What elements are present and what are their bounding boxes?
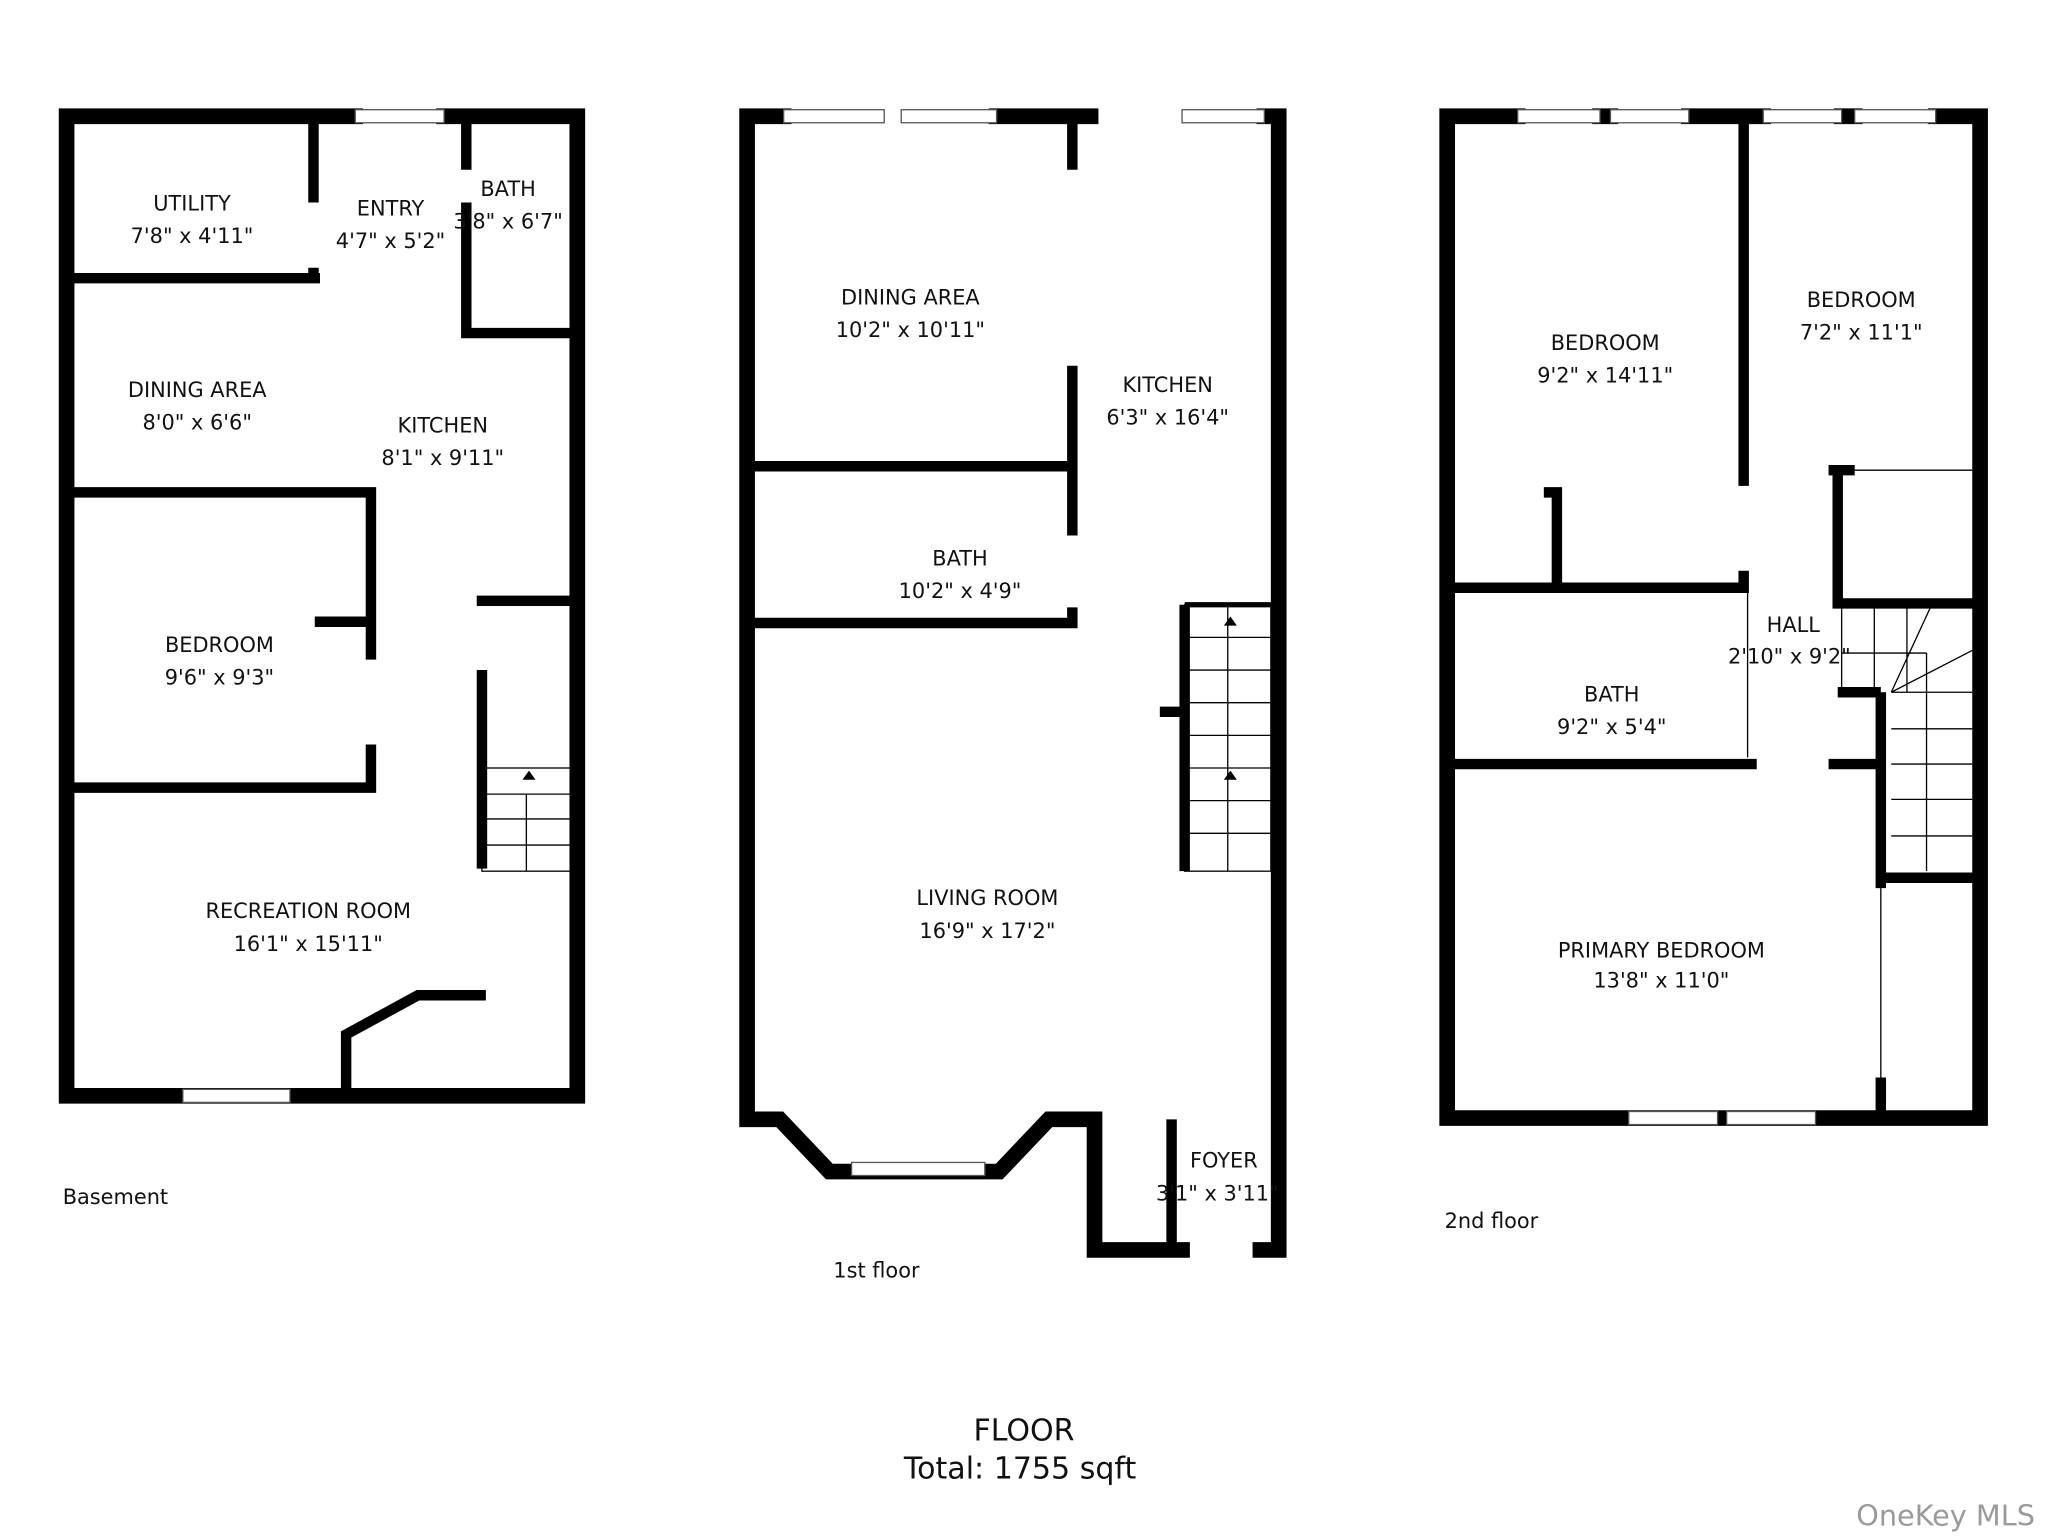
stairs — [1840, 607, 1973, 872]
basement-plan: UTILITY 7'8" x 4'11" ENTRY 4'7" x 5'2" B… — [58, 108, 586, 1209]
summary-total: Total: 1755 sqft — [903, 1452, 1137, 1487]
floor-label-basement: Basement — [63, 1185, 168, 1209]
summary-title: FLOOR — [973, 1414, 1074, 1449]
room-name: KITCHEN — [398, 413, 488, 437]
room-name: BEDROOM — [165, 633, 274, 657]
first-floor-plan: DINING AREA 10'2" x 10'11" KITCHEN 6'3" … — [739, 108, 1287, 1282]
room-name: RECREATION ROOM — [205, 899, 411, 923]
room-name: FOYER — [1190, 1149, 1258, 1173]
floor-label-first: 1st floor — [833, 1258, 920, 1282]
room-name: KITCHEN — [1122, 373, 1212, 397]
room-size: 9'2" x 14'11" — [1537, 364, 1673, 388]
room-name: BEDROOM — [1807, 288, 1916, 312]
room-size: 13'8" x 11'0" — [1593, 968, 1729, 992]
room-size: 10'2" x 10'11" — [836, 318, 985, 342]
room-name: ENTRY — [357, 197, 425, 221]
room-name: UTILITY — [153, 191, 231, 215]
room-size: 7'2" x 11'1" — [1800, 321, 1923, 345]
room-size: 16'1" x 15'11" — [234, 932, 383, 956]
room-size: 10'2" x 4'9" — [899, 579, 1022, 603]
room-name: DINING AREA — [128, 378, 267, 402]
room-size: 8'0" x 6'6" — [143, 411, 252, 435]
room-size: 3'1" x 3'11" — [1156, 1181, 1279, 1205]
room-size: 6'3" x 16'4" — [1106, 405, 1229, 429]
room-name: BEDROOM — [1551, 331, 1660, 355]
room-name: BATH — [932, 547, 987, 571]
room-name: BATH — [480, 177, 535, 201]
room-size: 9'6" x 9'3" — [165, 665, 274, 689]
watermark: OneKey MLS — [1856, 1499, 2035, 1533]
room-name: LIVING ROOM — [916, 886, 1058, 910]
room-name: BATH — [1584, 682, 1639, 706]
floor-label-second: 2nd floor — [1445, 1209, 1539, 1233]
room-size: 9'2" x 5'4" — [1557, 715, 1666, 739]
second-floor-plan: BEDROOM 9'2" x 14'11" BEDROOM 7'2" x 11'… — [1439, 108, 1988, 1233]
room-name: HALL — [1767, 613, 1821, 637]
room-size: 2'10" x 9'2" — [1728, 645, 1851, 669]
room-size: 3'8" x 6'7" — [453, 210, 562, 234]
room-name: PRIMARY BEDROOM — [1558, 938, 1765, 962]
room-size: 8'1" x 9'11" — [381, 446, 504, 470]
room-size: 16'9" x 17'2" — [919, 919, 1055, 943]
stairs — [1183, 604, 1272, 872]
room-name: DINING AREA — [841, 285, 980, 309]
room-size: 7'8" x 4'11" — [131, 224, 254, 248]
room-size: 4'7" x 5'2" — [336, 229, 445, 253]
stairs — [481, 767, 572, 872]
